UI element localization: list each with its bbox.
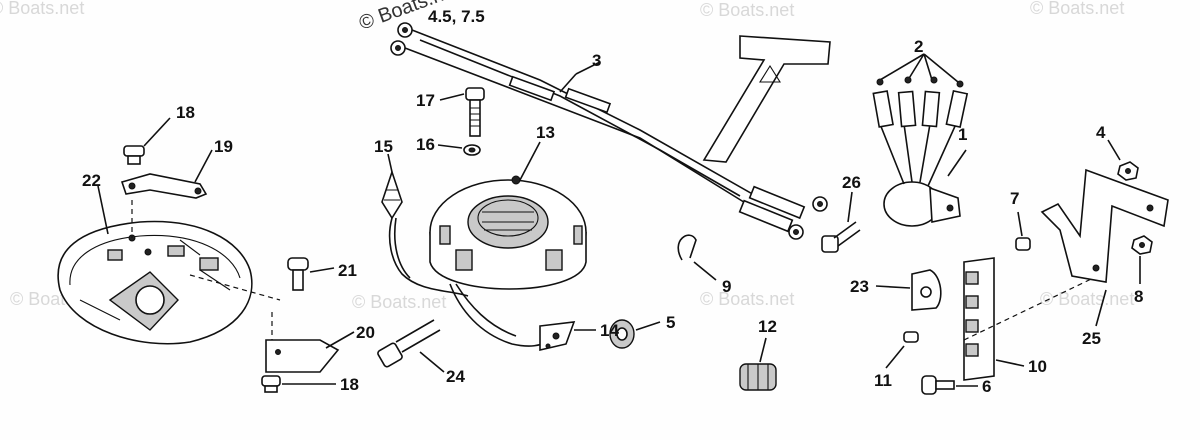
callout-number: 1	[958, 125, 967, 144]
watermark: © Boats.net	[700, 0, 794, 20]
callout-number: 7	[1010, 189, 1019, 208]
cable-clamp-part	[875, 269, 942, 311]
callout-number: 19	[214, 137, 233, 156]
model-title: 4.5, 7.5	[428, 7, 485, 26]
grommet-part	[609, 319, 661, 349]
callout-number: 24	[446, 367, 465, 386]
lead-bracket-part	[702, 35, 831, 163]
wire-terminals-part	[449, 283, 596, 352]
leads-part	[390, 22, 828, 240]
callout-number: 11	[874, 371, 892, 390]
bracket-screw-part	[1015, 211, 1031, 251]
screw-bottom-part	[261, 375, 336, 393]
callout-number: 18	[176, 103, 195, 122]
callout-number: 20	[356, 323, 375, 342]
callout-number: 9	[722, 277, 731, 296]
callout-number: 17	[416, 91, 435, 110]
callout-number: 6	[982, 377, 991, 396]
callout-labels: 1 2 3 4 5 6 7 8 9 10 11 12 13 14 15 16 1…	[82, 37, 1143, 396]
retainer-bracket-part	[120, 149, 213, 199]
callout-number: 13	[536, 123, 555, 142]
watermark: © Boats.net	[352, 292, 446, 312]
base-plate-part	[57, 185, 281, 345]
callout-number: 5	[666, 313, 675, 332]
watermark: © Boats.net	[1030, 0, 1124, 18]
callout-number: 14	[600, 321, 619, 340]
spark-plug-leads-part	[872, 53, 969, 129]
callout-number: 4	[1096, 123, 1106, 142]
callout-number: 10	[1028, 357, 1047, 376]
small-screw-part	[885, 331, 919, 369]
callout-number: 8	[1134, 287, 1143, 306]
callout-number: 16	[416, 135, 435, 154]
callout-number: 18	[340, 375, 359, 394]
terminal-block-part	[963, 257, 1111, 381]
screw-part	[287, 257, 335, 291]
mounting-bracket-part	[1040, 168, 1169, 327]
callout-number: 26	[842, 173, 861, 192]
nut-top-part	[1107, 139, 1139, 181]
bolt-part	[377, 319, 445, 373]
callout-number: 22	[82, 171, 101, 190]
cover-plate-part	[265, 312, 355, 373]
terminal-screw-part	[921, 375, 978, 395]
coil-screw-part	[439, 87, 485, 137]
watermark: © Boats.net	[1040, 289, 1134, 309]
callout-number: 3	[592, 51, 601, 70]
capacitor-part	[879, 123, 967, 227]
callout-number: 15	[374, 137, 393, 156]
callout-number: 2	[914, 37, 923, 56]
nut-side-part	[1131, 235, 1153, 284]
watermark: © Boats.net	[700, 289, 794, 309]
ignition-coil-part	[429, 141, 587, 290]
spring-clip-part	[677, 234, 717, 281]
washer-part	[437, 144, 481, 156]
callout-number: 25	[1082, 329, 1101, 348]
bracket-bolt-part	[821, 191, 861, 253]
callout-number: 23	[850, 277, 869, 296]
callout-number: 21	[338, 261, 357, 280]
screw-top-part	[123, 117, 171, 165]
callout-number: 12	[758, 317, 777, 336]
wire-connector-part	[381, 153, 469, 297]
connector-plug-part	[739, 337, 777, 391]
watermark: © Boats.net	[0, 0, 84, 18]
